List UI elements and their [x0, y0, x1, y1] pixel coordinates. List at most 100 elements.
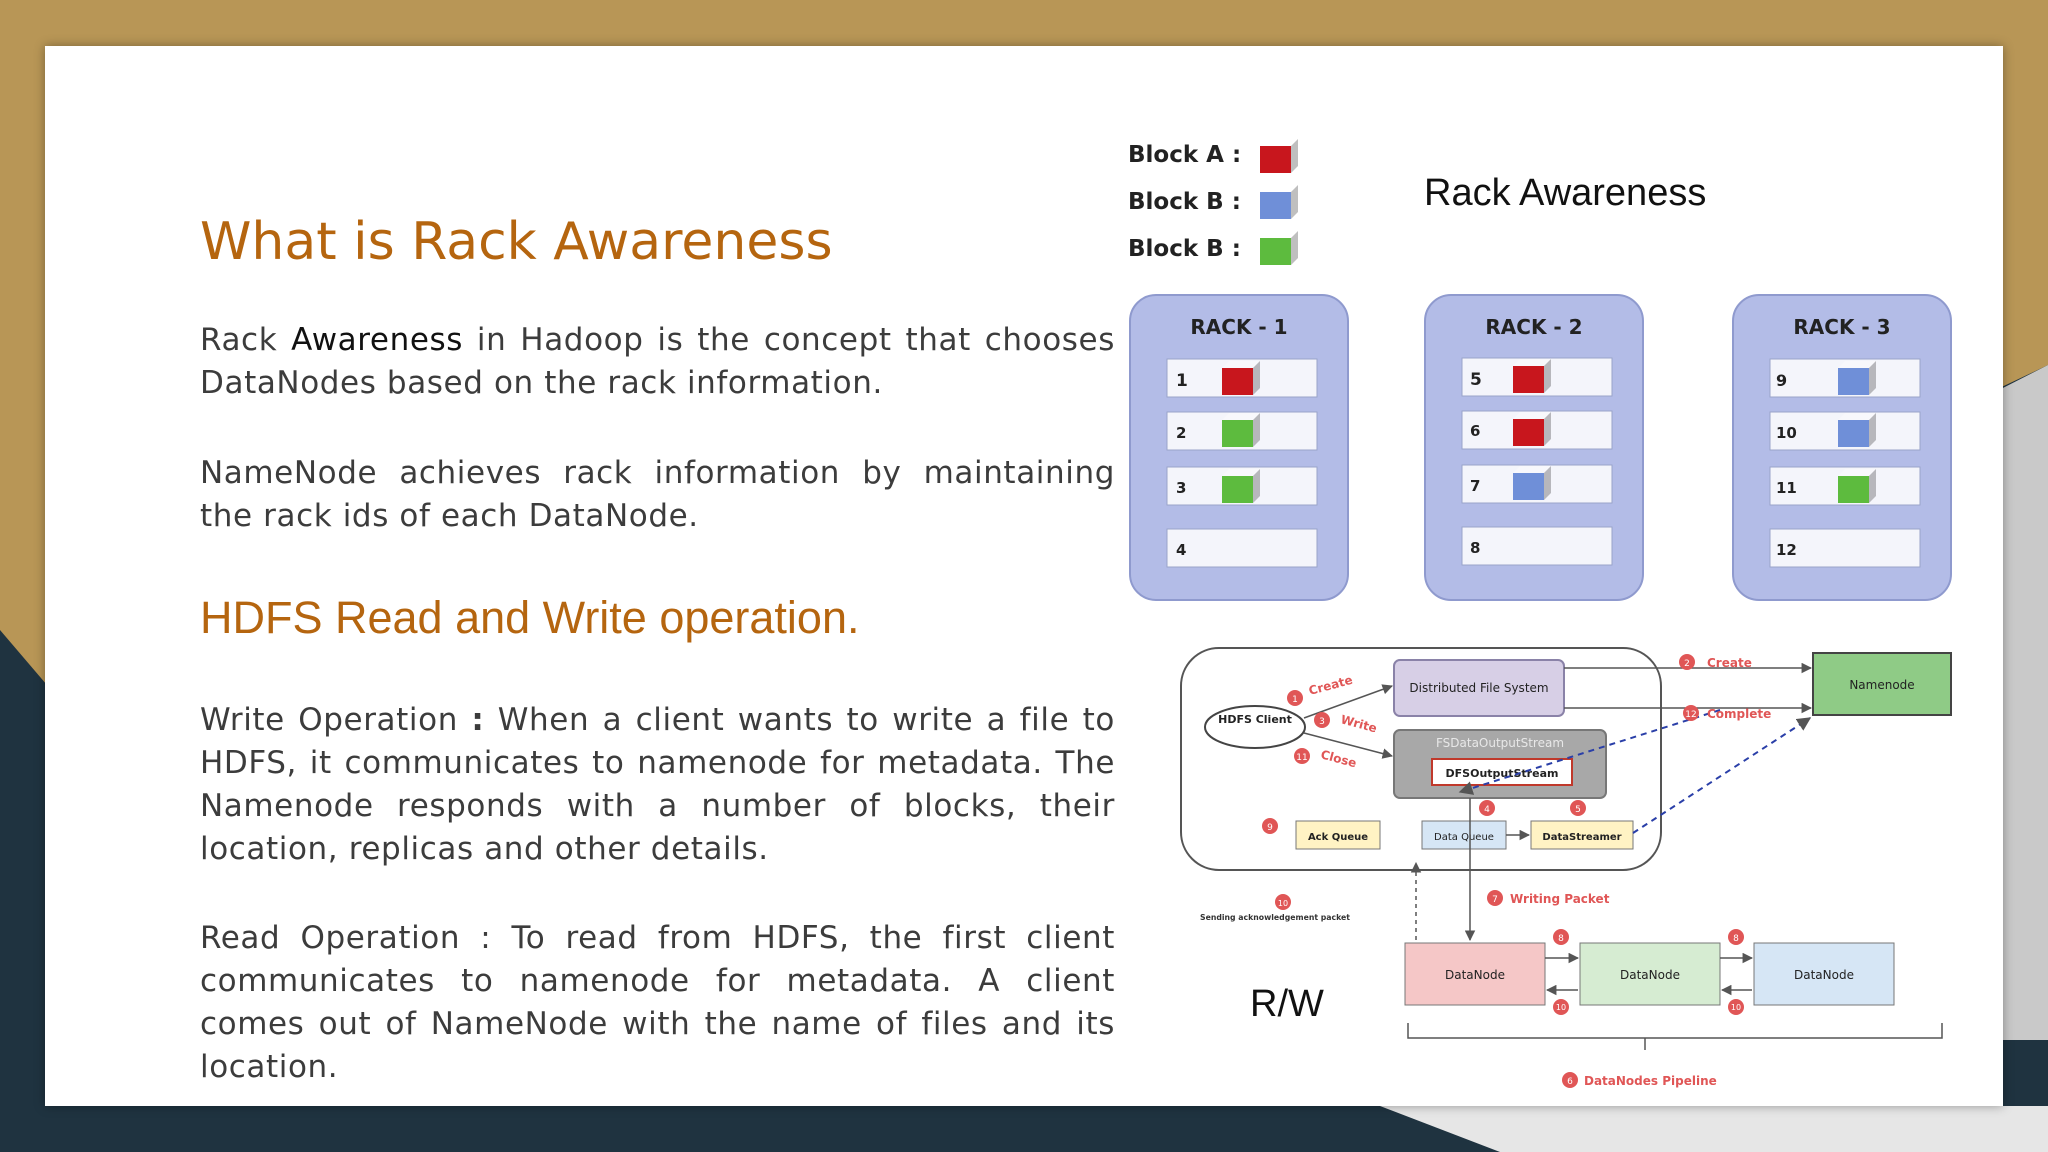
svg-text:8: 8 [1733, 934, 1739, 944]
namenode-label: Namenode [1849, 678, 1914, 692]
block-cube-icon [1838, 413, 1876, 447]
step-writing-packet: 7 Writing Packet [1487, 890, 1610, 906]
data-streamer-box [1530, 820, 1634, 850]
namenode-box [1812, 652, 1952, 716]
datanode-1-label: DataNode [1445, 968, 1505, 982]
paragraph-read-operation: Read Operation : To read from HDFS, the … [200, 920, 1115, 1085]
node-11-label: 11 [1776, 479, 1797, 497]
svg-text:5: 5 [1575, 805, 1581, 815]
svg-text:Create: Create [1707, 656, 1752, 670]
hdfs-client-label: HDFS Client [1218, 713, 1292, 726]
datanode-1-box [1404, 942, 1546, 1006]
rack-3-label: RACK - 3 [1793, 315, 1890, 339]
slide-canvas [45, 46, 2003, 1106]
step-write: 3 Write [1314, 712, 1379, 735]
step-ack-queue: 9 [1262, 818, 1278, 834]
node-2-label: 2 [1176, 424, 1186, 442]
datanode-2-box [1579, 942, 1721, 1006]
svg-text:12: 12 [1685, 710, 1696, 720]
para1-key: Awareness [291, 322, 464, 358]
step-data-queue: 4 [1479, 800, 1495, 816]
write-label: Write Operation [200, 702, 472, 738]
node-12-label: 12 [1776, 541, 1797, 559]
svg-text:Write: Write [1339, 712, 1378, 735]
rack-diagram: Block A : Block B : Block B : RACK - 1 1… [1128, 139, 1952, 601]
svg-text:1: 1 [1292, 695, 1298, 705]
para1-post: in Hadoop is the concept that chooses Da… [200, 322, 1115, 401]
step-pipeline: 6 DataNodes Pipeline [1562, 1072, 1717, 1088]
data-streamer-label: DataStreamer [1542, 832, 1621, 843]
legend-label-b: Block B : [1128, 189, 1241, 215]
block-b-cube-icon [1260, 185, 1298, 219]
block-cube-icon [1222, 361, 1260, 395]
rack-awareness-caption: Rack Awareness [1424, 172, 1707, 214]
legend-label-a: Block A : [1128, 142, 1241, 168]
step-create-1: 1 Create [1287, 673, 1354, 706]
data-queue-label: Data Queue [1434, 832, 1494, 843]
svg-text:9: 9 [1267, 823, 1273, 833]
svg-text:Complete: Complete [1707, 707, 1771, 721]
datanode-2-label: DataNode [1620, 968, 1680, 982]
rack-2-label: RACK - 2 [1485, 315, 1582, 339]
block-cube-icon [1222, 413, 1260, 447]
datanode-3-label: DataNode [1794, 968, 1854, 982]
block-cube-icon [1838, 361, 1876, 395]
svg-text:Create: Create [1307, 673, 1354, 698]
block-cube-icon [1222, 469, 1260, 503]
paragraph-rack-awareness: Rack Awareness in Hadoop is the concept … [200, 319, 1115, 405]
rack-1-label: RACK - 1 [1190, 315, 1287, 339]
svg-text:4: 4 [1484, 805, 1490, 815]
distributed-file-system-box [1393, 659, 1565, 717]
svg-text:6: 6 [1567, 1077, 1573, 1087]
svg-text:DataNodes Pipeline: DataNodes Pipeline [1584, 1074, 1717, 1088]
ack-queue-label: Ack Queue [1308, 832, 1368, 843]
node-5-label: 5 [1470, 370, 1482, 390]
node-1-label: 1 [1176, 371, 1188, 391]
pipeline-bracket [1407, 1023, 1943, 1039]
dfs-label: Distributed File System [1409, 681, 1548, 695]
write-text: When a client wants to write a file to H… [200, 702, 1115, 867]
node-7-label: 7 [1470, 477, 1480, 495]
svg-text:10: 10 [1278, 899, 1288, 908]
svg-text:10: 10 [1556, 1003, 1566, 1012]
svg-text:7: 7 [1492, 895, 1498, 905]
paragraph-namenode: NameNode achieves rack information by ma… [200, 455, 1115, 534]
svg-text:Close: Close [1319, 747, 1358, 770]
svg-text:10: 10 [1731, 1003, 1741, 1012]
block-cube-icon [1513, 412, 1551, 446]
section-subtitle: HDFS Read and Write operation. [200, 592, 860, 643]
rack-1: RACK - 1 1 2 3 4 [1129, 294, 1349, 601]
node-8-label: 8 [1470, 539, 1480, 557]
node-4-label: 4 [1176, 541, 1186, 559]
block-cube-icon [1513, 359, 1551, 393]
page-title: What is Rack Awareness [200, 212, 833, 272]
svg-text:11: 11 [1296, 753, 1307, 763]
rack-3: RACK - 3 9 10 11 12 [1732, 294, 1952, 601]
ack-queue-box [1295, 820, 1381, 850]
svg-text:3: 3 [1319, 717, 1325, 727]
para1-pre: Rack [200, 322, 292, 358]
svg-text:2: 2 [1684, 659, 1690, 669]
hdfs-write-diagram: HDFS Client Distributed File System FSDa… [1180, 647, 1952, 1088]
dfsoutputstream-box [1431, 758, 1573, 786]
node-3-label: 3 [1176, 479, 1186, 497]
block-a-cube-icon [1260, 139, 1298, 173]
data-queue-box [1421, 820, 1507, 850]
node-10-label: 10 [1776, 424, 1797, 442]
block-cube-icon [1838, 469, 1876, 503]
step-complete: 12 Complete [1683, 705, 1771, 721]
rw-caption: R/W [1250, 983, 1324, 1025]
paragraph-write-operation: Write Operation : When a client wants to… [200, 699, 1115, 871]
svg-text:Sending acknowledgement packet: Sending acknowledgement packet [1200, 913, 1350, 922]
svg-text:Writing Packet: Writing Packet [1510, 892, 1610, 906]
svg-text:8: 8 [1558, 934, 1564, 944]
step-close: 11 Close [1294, 747, 1358, 770]
fsdos-label: FSDataOutputStream [1436, 736, 1564, 750]
step-forward-markers: 8 8 10 10 [1553, 929, 1744, 1015]
node-6-label: 6 [1470, 422, 1480, 440]
block-legend: Block A : Block B : Block B : [1128, 139, 1298, 265]
dfsos-label: DFSOutputStream [1446, 767, 1559, 780]
hdfs-client-node [1204, 705, 1306, 749]
step-sending-ack: 10 Sending acknowledgement packet [1200, 894, 1350, 922]
block-cube-icon [1513, 466, 1551, 500]
